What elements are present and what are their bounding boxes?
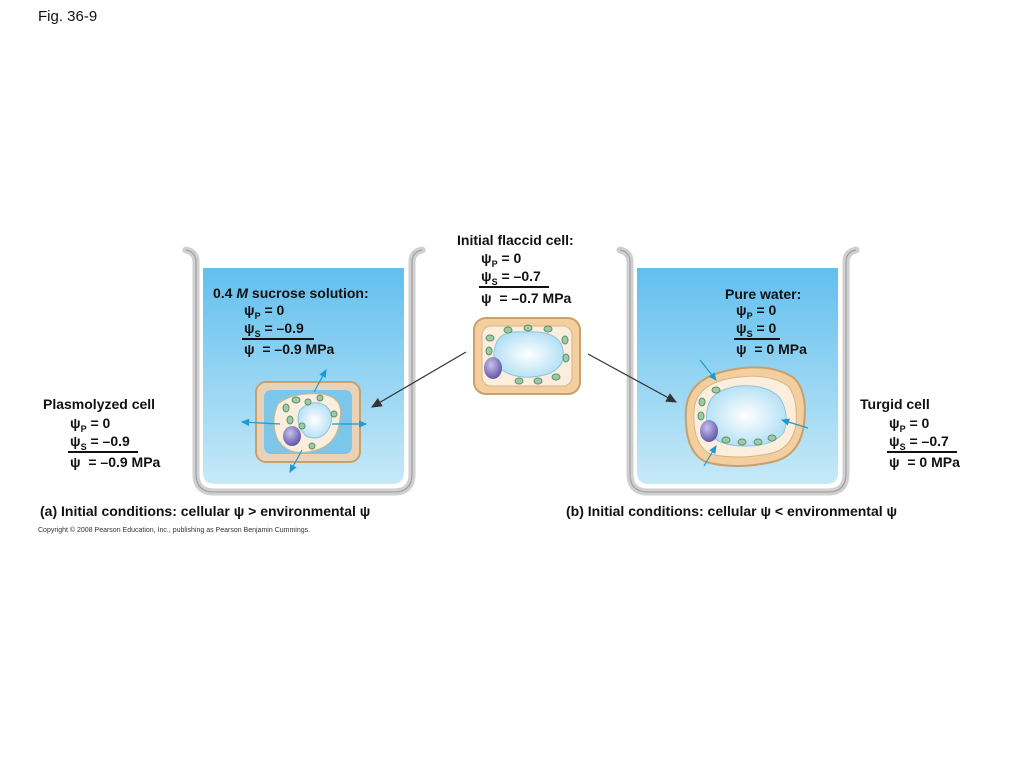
sucrose-psi-s: ψS = –0.9 <box>244 320 304 339</box>
caption-b: (b) Initial conditions: cellular ψ < env… <box>566 503 898 519</box>
plasmolyzed-vacuole <box>297 402 332 439</box>
plasmolyzed-psi-p: ψP = 0 <box>70 415 111 434</box>
turgid-psi-p: ψP = 0 <box>889 415 930 434</box>
sucrose-title: 0.4 M sucrose solution: <box>213 285 369 301</box>
plasmolyzed-psi: ψ = –0.9 MPa <box>70 454 161 470</box>
turgid-chloroplasts <box>697 386 777 446</box>
turgid-nucleus <box>700 420 718 442</box>
pure-water-title: Pure water: <box>725 286 802 302</box>
pure-water-sum-rule <box>734 338 780 340</box>
plasmolyzed-nucleus <box>283 426 301 446</box>
plasmolyzed-chloroplasts <box>282 394 338 450</box>
turgid-cell <box>684 366 806 467</box>
flaccid-vacuole <box>493 331 564 378</box>
pure-water-psi-s: ψS = 0 <box>736 320 777 339</box>
copyright-notice: Copyright © 2008 Pearson Education, Inc.… <box>38 527 311 534</box>
flaccid-psi: ψ = –0.7 MPa <box>481 290 572 306</box>
plasmolyzed-psi-s: ψS = –0.9 <box>70 433 130 452</box>
sucrose-sum-rule <box>242 338 314 340</box>
plasmolyzed-cell <box>255 381 361 463</box>
sucrose-psi-p: ψP = 0 <box>244 302 285 321</box>
flaccid-psi-p: ψP = 0 <box>481 250 522 269</box>
flaccid-cell <box>473 317 581 395</box>
turgid-psi-s: ψS = –0.7 <box>889 433 949 452</box>
sucrose-psi: ψ = –0.9 MPa <box>244 341 335 357</box>
flaccid-nucleus <box>484 357 502 379</box>
arrow-to-plasmolyzed <box>370 351 467 408</box>
flaccid-sum-rule <box>479 286 549 288</box>
turgid-title: Turgid cell <box>860 396 930 412</box>
plasmolyzed-title: Plasmolyzed cell <box>43 396 156 412</box>
figure-label: Fig. 36-9 <box>38 8 98 25</box>
turgid-water-arrows <box>699 359 809 467</box>
flaccid-chloroplasts <box>485 324 570 385</box>
pure-water-psi-p: ψP = 0 <box>736 302 777 321</box>
plasmolyzed-sum-rule <box>68 451 138 453</box>
turgid-psi: ψ = 0 MPa <box>889 454 960 470</box>
pure-water-psi: ψ = 0 MPa <box>736 341 807 357</box>
plasmolyzed-water-arrows <box>240 368 368 474</box>
arrow-to-turgid <box>587 353 678 403</box>
flaccid-title: Initial flaccid cell: <box>457 232 574 248</box>
caption-a: (a) Initial conditions: cellular ψ > env… <box>40 503 371 519</box>
flaccid-psi-s: ψS = –0.7 <box>481 268 541 287</box>
turgid-sum-rule <box>887 451 957 453</box>
